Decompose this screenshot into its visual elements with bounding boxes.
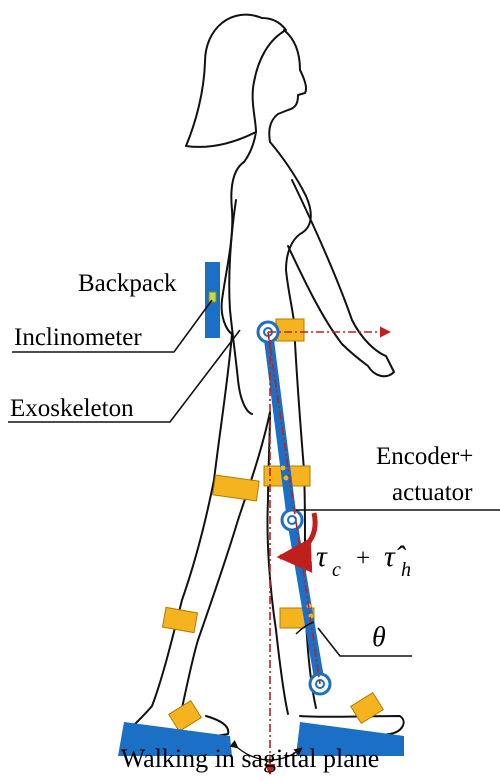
rear-leg — [124, 334, 232, 736]
tau-c-symbol: τ — [316, 540, 328, 573]
front-torso — [270, 142, 311, 322]
foot-strap-rear — [169, 701, 202, 732]
back-arm — [229, 200, 252, 414]
inclinometer-label: Inclinometer — [14, 324, 142, 351]
face — [269, 30, 306, 142]
foot-strap-front — [351, 693, 384, 724]
leader-lines — [8, 300, 500, 656]
knee-joint — [282, 510, 302, 530]
encoder-label-line2: actuator — [392, 479, 473, 506]
tau-h-subscript: h — [401, 559, 411, 581]
arm — [288, 180, 394, 376]
exoskeleton-links — [118, 332, 404, 756]
back — [222, 162, 244, 334]
theta-leader — [318, 628, 412, 656]
theta-label: θ — [372, 622, 386, 653]
encoder-label-line1: Encoder+ — [376, 443, 473, 470]
torque-expression: τ c + τ̂ h — [316, 540, 411, 581]
tau-c-subscript: c — [332, 559, 341, 581]
backpack-label: Backpack — [78, 270, 177, 297]
hair — [186, 15, 286, 147]
human-figure — [124, 15, 404, 738]
figure-caption: Walking in sagittal plane — [0, 744, 500, 774]
shank-strap-rear — [163, 607, 198, 632]
torque-plus: + — [356, 545, 370, 572]
exoskeleton-label: Exoskeleton — [10, 395, 134, 422]
hip-strap — [276, 319, 304, 341]
